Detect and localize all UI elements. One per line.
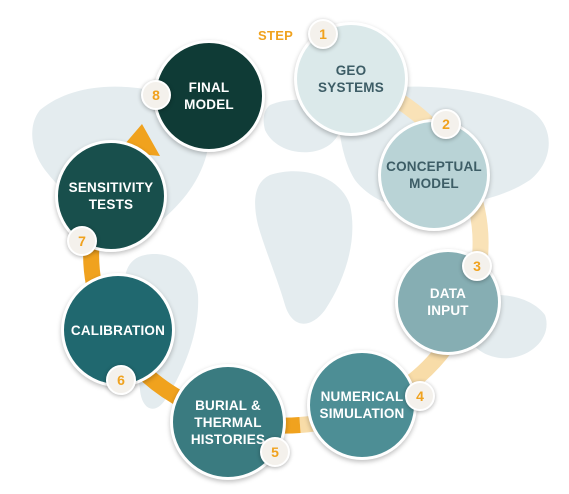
step-node-5: BURIAL & THERMAL HISTORIES xyxy=(170,364,286,480)
step-number-badge-6: 6 xyxy=(106,365,136,395)
step-node-6: CALIBRATION xyxy=(61,273,175,387)
step-number-badge-8: 8 xyxy=(141,80,171,110)
step-number-badge-1: 1 xyxy=(308,19,338,49)
step-number-badge-7: 7 xyxy=(67,226,97,256)
step-node-8: FINAL MODEL xyxy=(153,40,265,152)
step-number-badge-5: 5 xyxy=(260,437,290,467)
step-node-4: NUMERICAL SIMULATION xyxy=(307,350,417,460)
map-africa xyxy=(255,171,353,324)
step-node-3: DATA INPUT xyxy=(395,249,501,355)
step-number-badge-2: 2 xyxy=(431,109,461,139)
step-number-badge-3: 3 xyxy=(462,251,492,281)
step-number-badge-4: 4 xyxy=(405,381,435,411)
step-heading: STEP xyxy=(258,28,294,43)
step-node-2: CONCEPTUAL MODEL xyxy=(378,119,490,231)
